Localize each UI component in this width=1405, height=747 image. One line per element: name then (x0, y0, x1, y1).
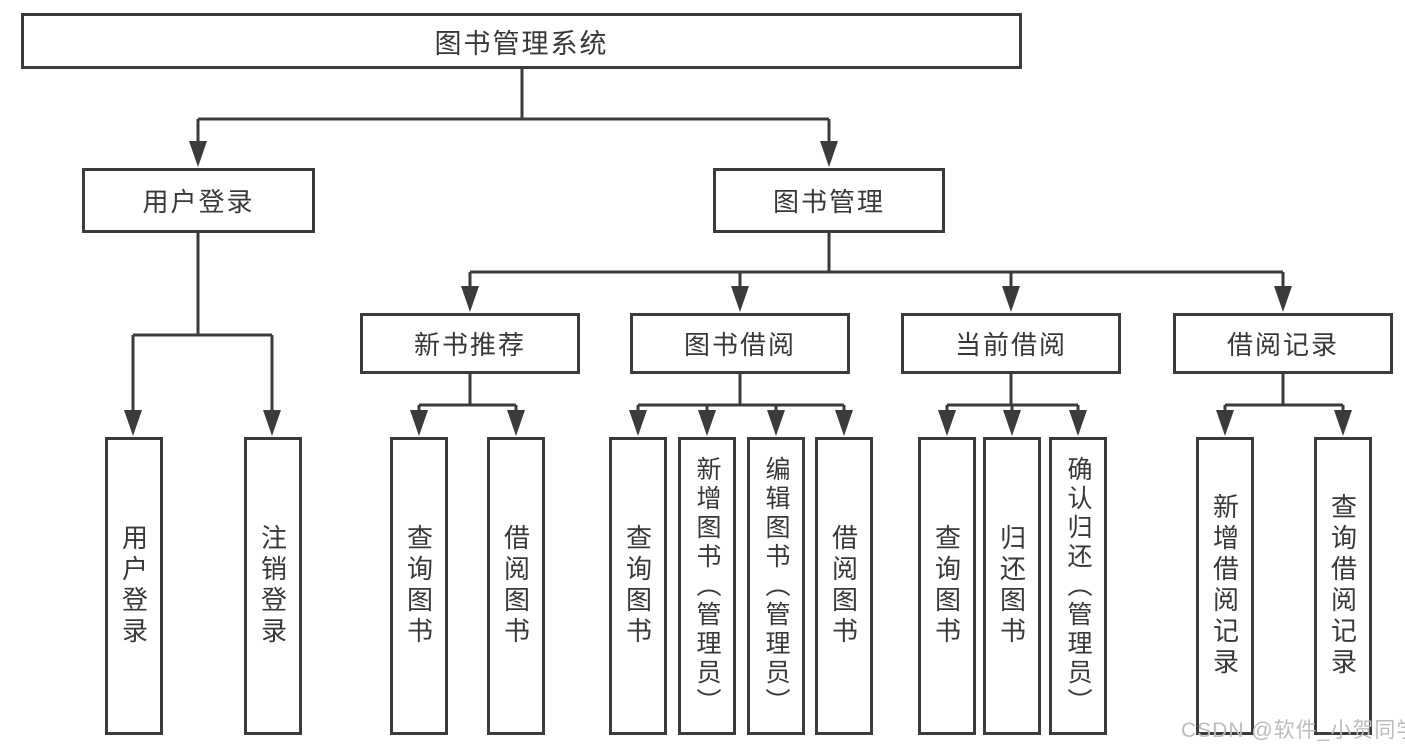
node-current-borrowing: 当前借阅 (901, 313, 1121, 374)
leaf-borrow-books: 借阅图书 (815, 437, 873, 735)
node-borrowing-records: 借阅记录 (1173, 313, 1393, 374)
csdn-watermark: CSDN @软件_小贺同学 (1181, 719, 1405, 742)
node-library-management-system: 图书管理系统 (21, 13, 1022, 69)
node-book-borrowing: 图书借阅 (630, 313, 850, 374)
leaf-confirm-return-admin: 确认归还（管理员） (1049, 437, 1107, 735)
connector-arrowheads (124, 141, 1352, 436)
leaf-query-books-recommend: 查询图书 (390, 437, 448, 735)
leaf-borrow-books-recommend: 借阅图书 (487, 437, 545, 735)
leaf-return-book: 归还图书 (983, 437, 1041, 735)
node-user-login: 用户登录 (82, 168, 315, 233)
leaf-add-borrow-record: 新增借阅记录 (1196, 437, 1254, 735)
leaf-edit-book-admin: 编辑图书（管理员） (747, 437, 805, 735)
node-new-book-recommendation: 新书推荐 (360, 313, 580, 374)
leaf-query-borrow-record: 查询借阅记录 (1314, 437, 1372, 735)
connector-lines (131, 69, 1345, 412)
leaf-logout: 注销登录 (244, 437, 302, 735)
leaf-user-login: 用户登录 (105, 437, 163, 735)
leaf-query-books-current: 查询图书 (918, 437, 976, 735)
node-book-management: 图书管理 (713, 168, 945, 233)
leaf-add-book-admin: 新增图书（管理员） (678, 437, 736, 735)
leaf-query-books-borrow: 查询图书 (609, 437, 667, 735)
